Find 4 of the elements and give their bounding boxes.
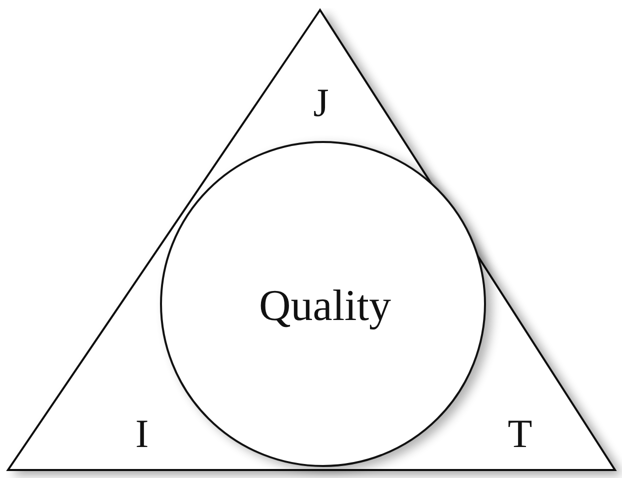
corner-label: T <box>508 414 532 454</box>
corner-label: I <box>135 414 149 454</box>
corner-label: J <box>313 83 329 123</box>
circle-label: Quality <box>259 284 391 328</box>
